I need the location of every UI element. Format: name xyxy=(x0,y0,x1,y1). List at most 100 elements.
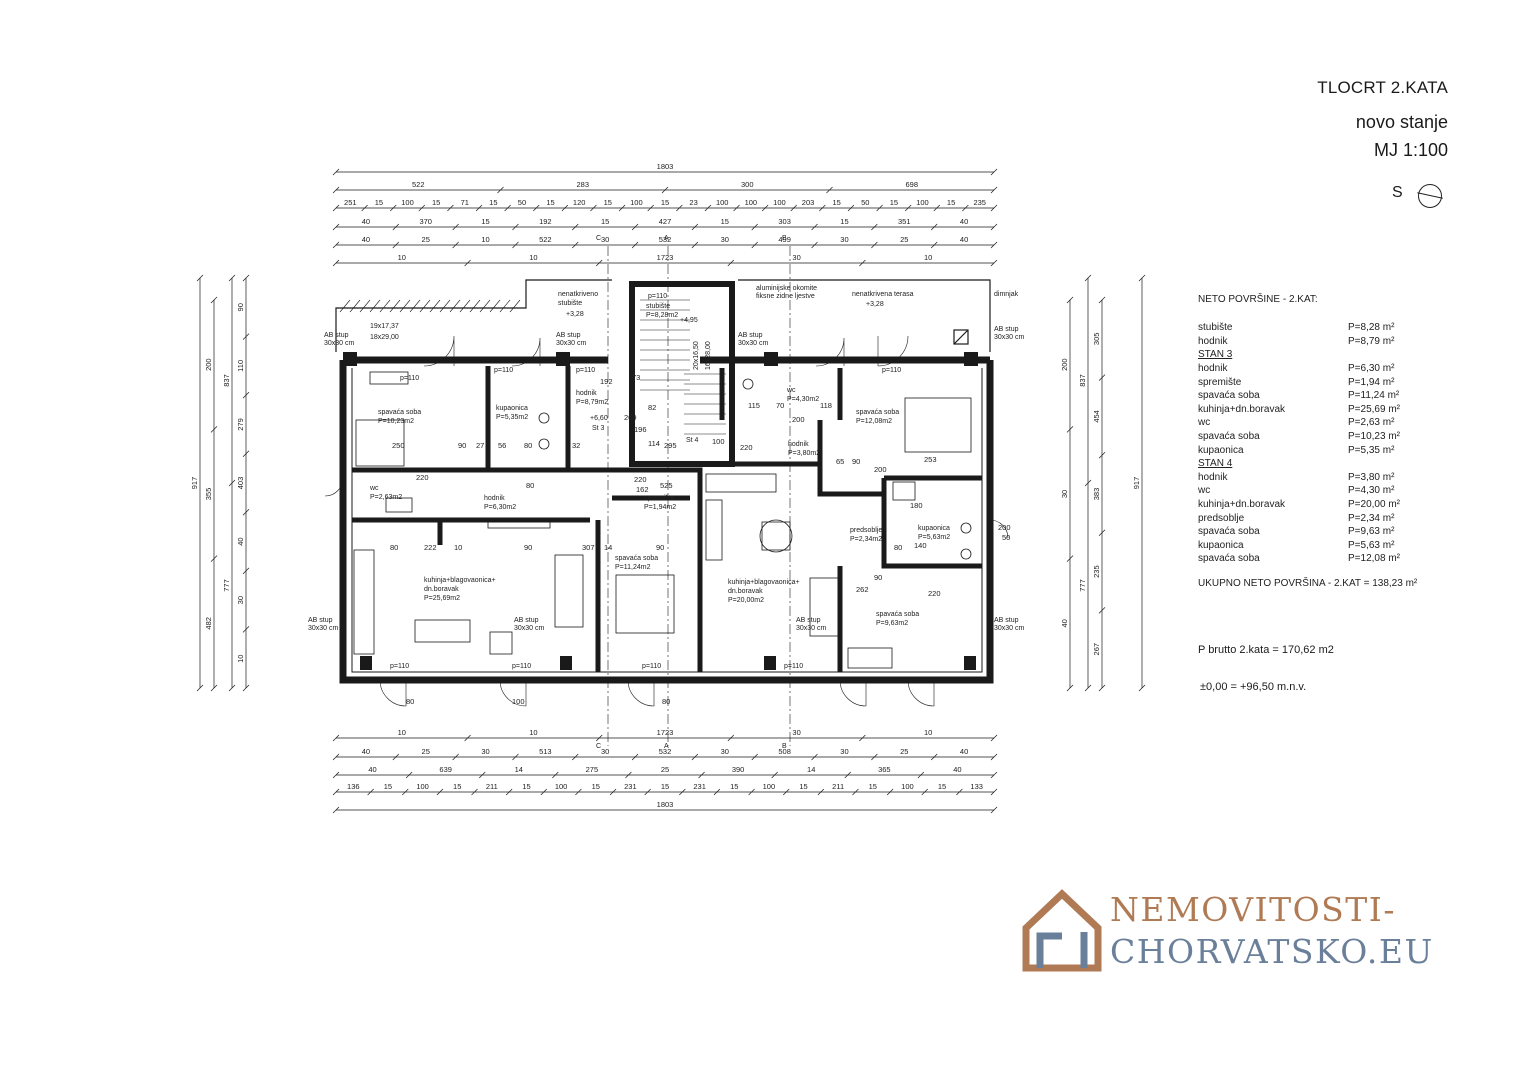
inner-dimension: 220 xyxy=(740,443,753,452)
dimension-label: 25 xyxy=(422,235,430,244)
dimension-label: 15 xyxy=(522,782,530,791)
dimension-label: 279 xyxy=(236,418,245,431)
stair-spec: 18x29,00 xyxy=(370,334,399,341)
dimension-label: 283 xyxy=(576,180,589,189)
inner-dimension: 140 xyxy=(914,541,927,550)
dimension-label: 100 xyxy=(916,198,929,207)
inner-dimension: 253 xyxy=(924,455,937,464)
room-name: spavaća soba xyxy=(856,409,899,416)
inner-dimension: 90 xyxy=(852,457,860,466)
inner-dimension: 80 xyxy=(524,441,532,450)
area-row-value: P=5,35 m² xyxy=(1348,444,1395,456)
room-area: P=25,69m2 xyxy=(424,595,460,602)
dimension-label: 305 xyxy=(1092,333,1101,346)
room-area: P=1,94m2 xyxy=(644,504,676,511)
level-mark: +3,28 xyxy=(566,311,584,318)
inner-dimension: 80 xyxy=(526,481,534,490)
dimension-label: 40 xyxy=(960,235,968,244)
dimension-label: 133 xyxy=(970,782,983,791)
dimension-label: 100 xyxy=(555,782,568,791)
dimension-label: 482 xyxy=(204,617,213,630)
inner-dimension: 90 xyxy=(874,573,882,582)
inner-dimension: 27 xyxy=(476,441,484,450)
north-arrow-icon xyxy=(1418,184,1442,208)
dimension-label: 15 xyxy=(375,198,383,207)
door-width: p=110 xyxy=(390,663,409,670)
area-row-name: wc xyxy=(1198,417,1211,429)
inner-dimension: 162 xyxy=(636,485,649,494)
room-area: P=10,23m2 xyxy=(378,418,414,425)
inner-dimension: 32 xyxy=(572,441,580,450)
stair-spec: 16x28,00 xyxy=(705,341,712,370)
dimension-label: 25 xyxy=(900,235,908,244)
dimension-label: 100 xyxy=(630,198,643,207)
dimension-label: 30 xyxy=(840,235,848,244)
inner-dimension: 70 xyxy=(776,401,784,410)
dimension-label: 90 xyxy=(236,303,245,311)
north-indicator: S xyxy=(1392,182,1452,212)
room-name: kuhinja+blagovaonica+ xyxy=(728,579,800,586)
dimension-label: 136 xyxy=(347,782,360,791)
dimension-label: 15 xyxy=(453,782,461,791)
dimension-label: 427 xyxy=(659,217,672,226)
area-row-value: P=2,34 m² xyxy=(1348,512,1395,524)
plan-title: TLOCRT 2.KATA xyxy=(1317,78,1448,97)
axis-label: A xyxy=(664,235,669,242)
area-row-name: spavaća soba xyxy=(1198,431,1260,443)
room-area: P=2,63m2 xyxy=(370,494,402,501)
dimension-label: 40 xyxy=(362,747,370,756)
column-label: AB stup xyxy=(738,332,763,339)
room-name-2: dn.boravak xyxy=(424,586,459,593)
inner-dimension: 80 xyxy=(894,543,902,552)
door-width: p=110 xyxy=(400,375,419,382)
dimension-label: 30 xyxy=(601,235,609,244)
dimension-label: 454 xyxy=(1092,410,1101,423)
dimension-label: 837 xyxy=(1078,374,1087,387)
dimension-label: 30 xyxy=(1060,490,1069,498)
note: stubište xyxy=(558,300,582,307)
column-label: AB stup xyxy=(324,332,349,339)
inner-dimension: 525 xyxy=(660,481,673,490)
dimension-label: 100 xyxy=(773,198,786,207)
dimension-label: 15 xyxy=(869,782,877,791)
area-row-name: STAN 3 xyxy=(1198,349,1233,361)
dimension-label: 40 xyxy=(368,765,376,774)
area-row-value: P=25,69 m² xyxy=(1348,403,1400,415)
dimension-label: 25 xyxy=(661,765,669,774)
area-row-value: P=3,80 m² xyxy=(1348,471,1395,483)
inner-dimension: 90 xyxy=(656,543,664,552)
dimension-label: 50 xyxy=(518,198,526,207)
dimension-label: 15 xyxy=(799,782,807,791)
area-row-value: P=1,94 m² xyxy=(1348,376,1395,388)
dimension-label: 23 xyxy=(689,198,697,207)
dimension-label: 15 xyxy=(840,217,848,226)
door-width: p=110 xyxy=(882,367,901,374)
dimension-label: 777 xyxy=(222,579,231,592)
area-row-value: P=9,63 m² xyxy=(1348,526,1395,538)
dimension-label: 499 xyxy=(778,235,791,244)
dimension-label: 10 xyxy=(481,235,489,244)
area-row-name: wc xyxy=(1198,485,1211,497)
dimension-label: 100 xyxy=(416,782,429,791)
inner-dimension: 118 xyxy=(820,401,832,410)
dimension-label: 10 xyxy=(924,728,932,737)
dimension-label: 532 xyxy=(659,235,672,244)
inner-dimension: 100 xyxy=(712,437,725,446)
dimension-label: 120 xyxy=(573,198,586,207)
area-row-name: spremište xyxy=(1198,376,1242,388)
dimension-label: 15 xyxy=(592,782,600,791)
inner-dimension: 220 xyxy=(416,473,429,482)
dimension-label: 15 xyxy=(730,782,738,791)
inner-dimension: 82 xyxy=(648,403,656,412)
inner-dimension: 80 xyxy=(406,697,414,706)
room-name: spavaća soba xyxy=(876,611,919,618)
room-area: P=5,35m2 xyxy=(496,414,528,421)
dimension-label: 40 xyxy=(236,537,245,545)
dimension-label: 231 xyxy=(624,782,637,791)
